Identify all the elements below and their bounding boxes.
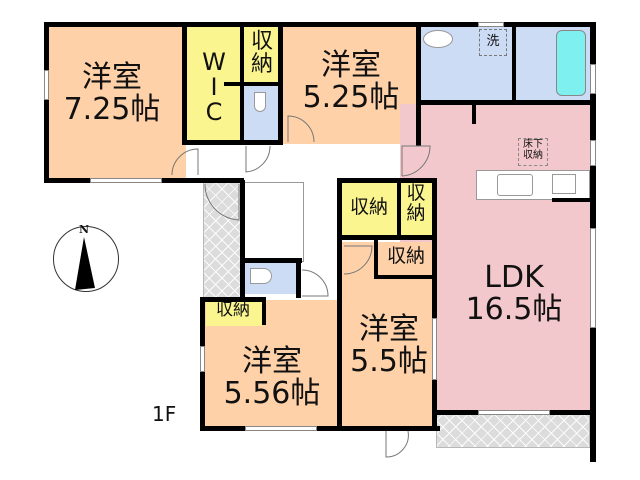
wall [200,297,262,302]
compass [53,226,119,292]
washroom-label: 洗 [486,34,500,49]
room-label-ldk: LDK [484,260,544,295]
storage-mid-lower-label: 収納 [386,245,425,267]
wall [374,275,436,279]
toilet-icon [250,268,272,284]
room-storage-mid-right [400,182,432,236]
storage-text: 収 [406,182,426,204]
wall [337,180,342,430]
window [478,22,504,27]
door-swing-icon [343,245,373,275]
room-size-ldk: 16.5帖 [465,291,563,327]
wall [296,258,301,298]
window [200,346,205,372]
kitchen-stove [552,174,576,194]
door-swing-icon [245,145,271,173]
underfloor-text: 床下 [523,139,543,150]
wall [262,297,266,325]
storage-text: 納 [406,201,426,224]
room-name: LDK 16.5帖 [454,262,574,325]
wall [512,22,516,102]
window [44,70,49,100]
door-swing-icon [204,183,240,221]
wall [416,100,596,105]
wall [337,235,435,240]
room-size-western-4: 5.56帖 [223,375,321,411]
door-swing-icon [401,145,431,177]
wall [44,22,49,183]
window [90,178,162,183]
wall [472,100,476,124]
wall [374,240,378,278]
wall [432,178,437,430]
counter-wall [552,198,590,202]
underfloor-storage-label: 床下 収納 [518,139,548,161]
room-name: 洋室 5.56帖 [212,346,332,409]
room-name: 洋室 5.25帖 [296,50,406,113]
room-western-5-5 [342,242,436,428]
door-swing-icon [301,269,329,297]
floor-label: 1F [152,402,177,426]
compass-arrow-icon [75,237,95,290]
door-swing-icon [287,115,315,143]
wall [182,140,282,145]
room-label-western-3: 洋室 [359,312,419,347]
room-storage-mid-left [340,182,398,236]
kitchen-sink [497,174,533,196]
wall [200,426,440,431]
wall [240,180,245,300]
hall-corridor [200,144,400,180]
wic-label: W I C [192,48,236,127]
toilet-icon [254,92,266,112]
door-swing-icon [385,430,409,458]
wic-letter: W [202,48,226,76]
room-name: 洋室 7.25帖 [62,62,162,125]
storage-mid-left-label: 収納 [349,196,388,218]
room-storage-top [242,26,282,84]
underfloor-storage-box [518,138,548,166]
room-name: 洋室 5.5帖 [344,314,434,377]
room-label-western-4: 洋室 [242,344,302,379]
wall [337,178,435,183]
window [245,426,317,431]
underfloor-text: 収納 [523,149,543,161]
wall [278,22,283,145]
wall [44,22,596,27]
storage-text: 納 [250,52,273,78]
wall [240,258,302,263]
wall [397,180,401,238]
stair-hall [244,182,304,262]
room-western-7-25 [46,26,186,181]
room-size-western-1: 7.25帖 [63,91,161,127]
wall [224,82,282,86]
terrace [436,412,590,448]
bathtub [556,30,586,96]
wic-letter: C [205,98,223,127]
wall [182,22,187,145]
room-storage-bottom-left-fill [206,302,262,326]
door-swing-icon [171,148,199,176]
room-size-western-2: 5.25帖 [302,79,400,115]
wic-letter: I [210,73,218,102]
wall [416,22,421,146]
room-label-western-2: 洋室 [321,48,381,83]
storage-text: 収 [250,29,273,54]
window [432,318,437,380]
window [478,410,550,415]
washbasin [423,30,453,48]
storage-top-label: 収 納 [246,30,278,76]
storage-mid-right-label: 収 納 [401,182,431,224]
window [590,140,596,166]
room-label-western-1: 洋室 [82,60,142,95]
room-size-western-3: 5.5帖 [350,343,428,379]
room-western-5-25 [282,26,416,144]
compass-north-label: N [79,223,90,236]
washer-area [479,29,507,56]
storage-bottom-left-label: 収納 [216,300,250,320]
window [590,64,596,94]
window [590,228,596,328]
